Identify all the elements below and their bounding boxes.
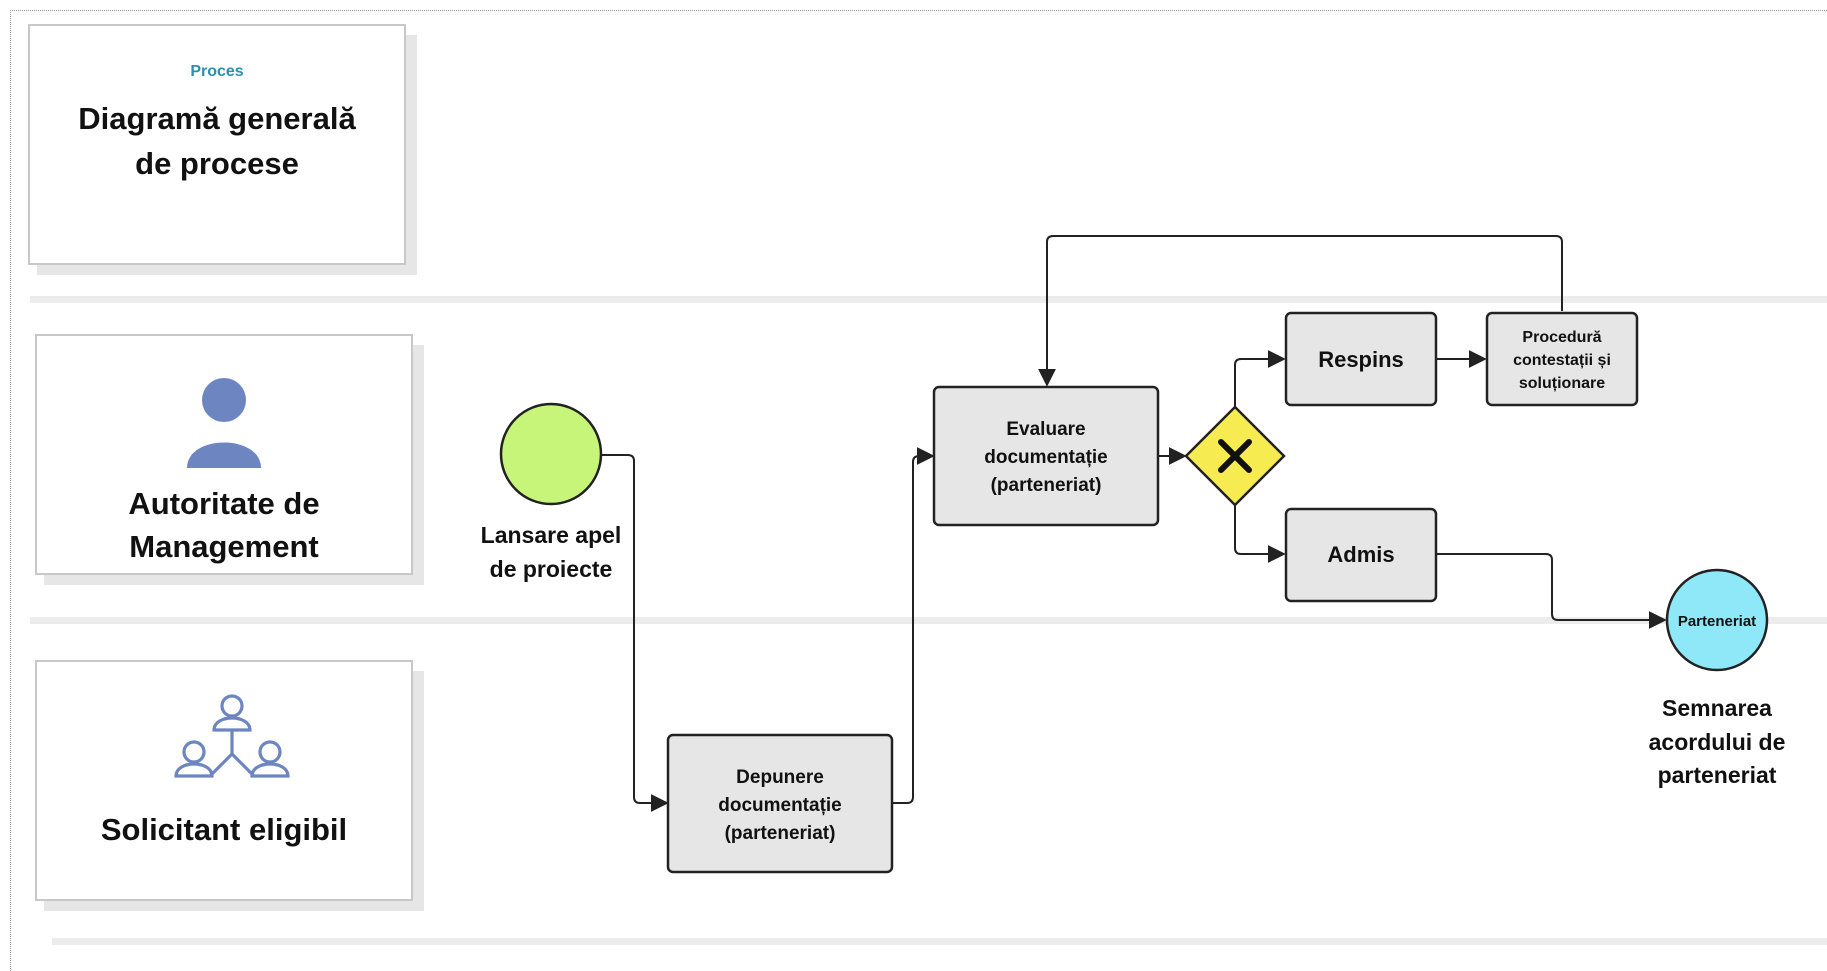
task-procedura-label-line3: soluționare [1519, 375, 1605, 392]
task-respins[interactable] [1284, 311, 1438, 407]
task-evaluare[interactable] [932, 385, 1160, 527]
end-event-label: Semnarea [1662, 695, 1772, 721]
page-title-line2: de procese [135, 146, 299, 181]
task-procedura-label-line2: contestații și [1513, 352, 1611, 369]
flow-gateway-to-respins [1234, 350, 1286, 407]
task-admis-label: Admis [1327, 542, 1394, 567]
flow-admis-to-end [1436, 553, 1667, 629]
x-mark-icon [1218, 439, 1252, 473]
lane-title: Solicitant eligibil [100, 812, 348, 847]
flow-procedura-to-evaluare [1038, 235, 1563, 387]
lane-header-solicitant: Solicitant eligibil [35, 660, 413, 901]
lane-title-line2: Management [129, 529, 319, 564]
end-event-label-line2: acordului de [1649, 729, 1786, 755]
task-admis[interactable] [1284, 507, 1438, 603]
task-evaluare-label-line3: (parteneriat) [991, 475, 1102, 496]
flow-start-to-depunere [600, 454, 669, 812]
header-card: Proces Diagramă generală de procese [28, 24, 406, 265]
end-event[interactable] [1665, 568, 1769, 672]
person-icon [187, 378, 261, 468]
lane-separator [52, 938, 1827, 945]
flow-depunere-to-evaluare [892, 447, 935, 804]
canvas-frame [10, 10, 1827, 971]
task-depunere-label: Depunere [736, 767, 824, 788]
task-evaluare-label-line2: documentație [984, 447, 1108, 468]
lane-separator [30, 296, 1827, 303]
end-event-label-line3: parteneriat [1658, 762, 1777, 788]
start-event-label: Lansare apel [481, 522, 622, 548]
page-title: Diagramă generală [78, 101, 356, 136]
flow-gateway-to-admis [1234, 505, 1286, 563]
task-depunere-label-line2: documentație [718, 795, 842, 816]
lane-title: Autoritate de [128, 486, 320, 521]
lane-header-autoritate: Autoritate de Management [35, 334, 413, 575]
task-depunere-label-line3: (parteneriat) [725, 823, 836, 844]
start-event[interactable] [499, 402, 603, 506]
end-event-inner-label: Parteneriat [1678, 613, 1756, 630]
task-evaluare-label: Evaluare [1006, 419, 1085, 440]
task-procedura[interactable] [1485, 311, 1639, 407]
task-procedura-label: Procedură [1522, 329, 1601, 346]
group-network-icon [174, 694, 290, 778]
task-depunere[interactable] [666, 733, 894, 874]
header-kicker: Proces [190, 63, 244, 80]
task-respins-label: Respins [1318, 347, 1404, 372]
start-event-label-line2: de proiecte [490, 556, 613, 582]
lane-separator [30, 617, 1827, 624]
